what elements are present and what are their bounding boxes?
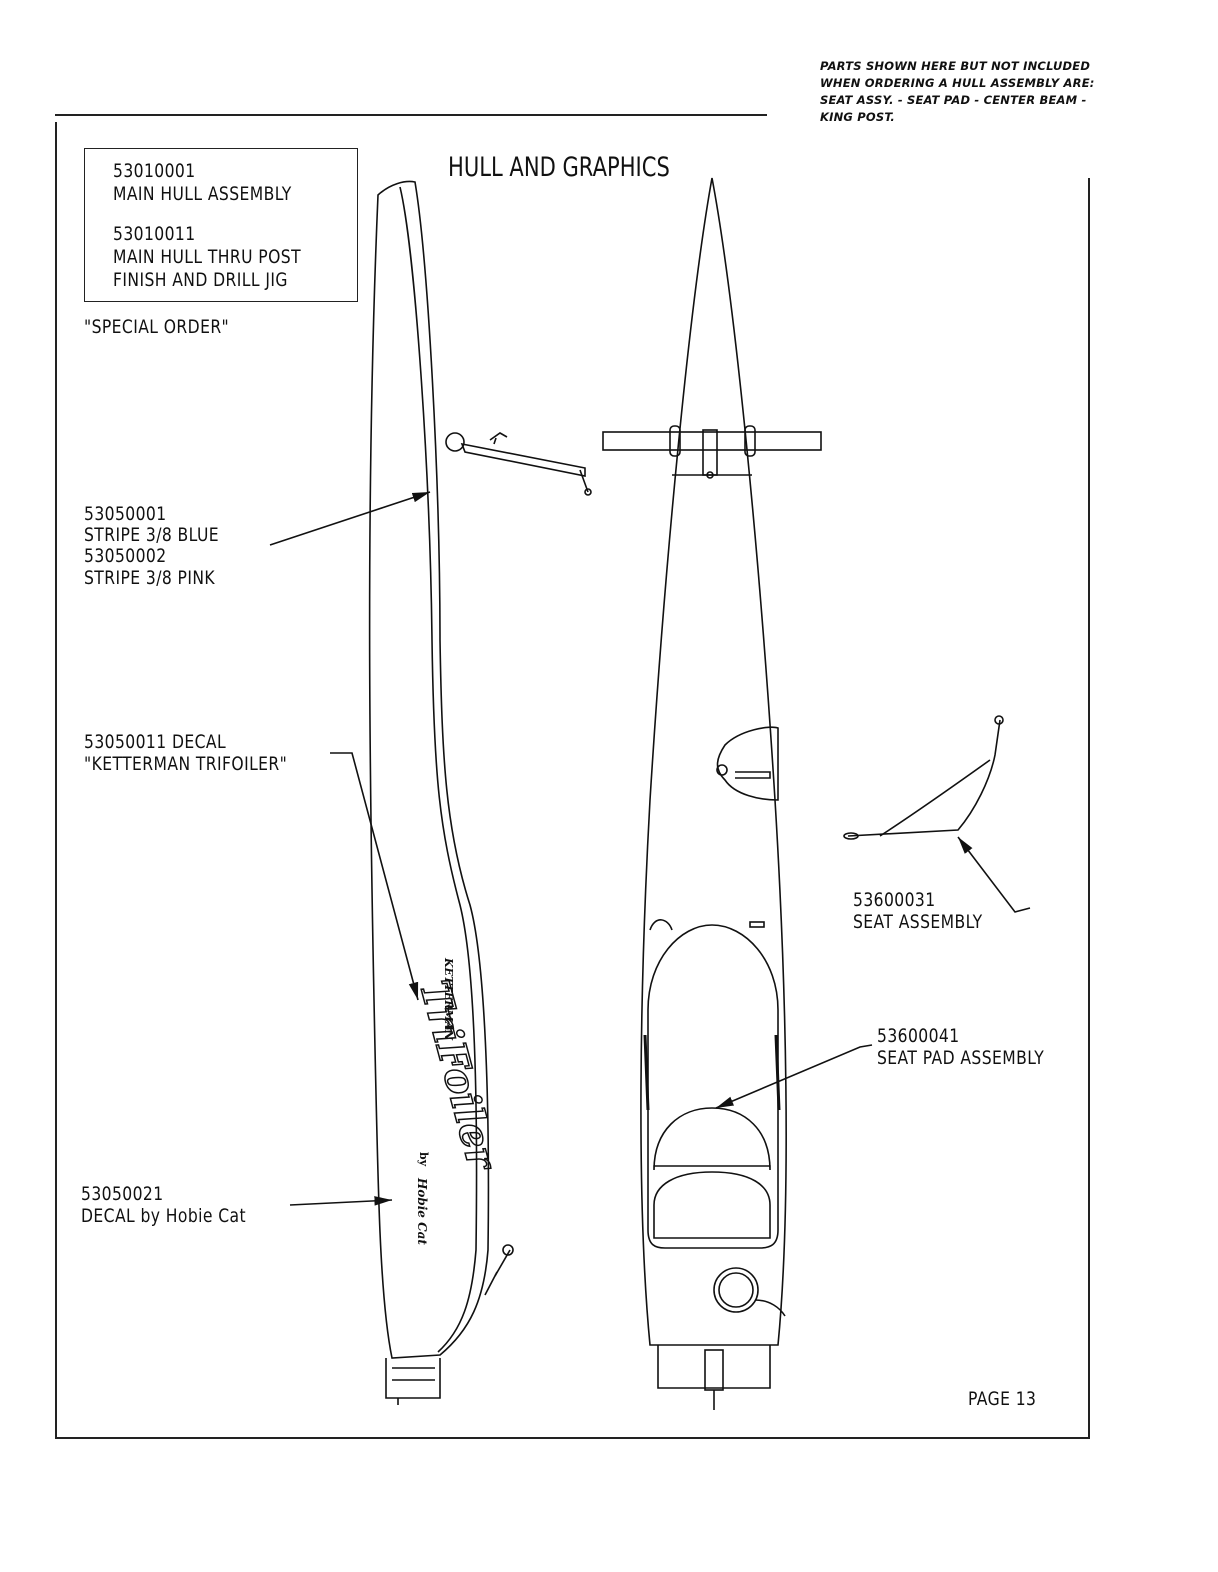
frame-top-line — [55, 114, 767, 116]
jig-part-desc: FINISH AND DRILL JIG — [113, 269, 288, 291]
frame-bottom-line — [55, 1437, 1090, 1439]
frame-left-line — [55, 122, 57, 1438]
jig-part-number: 53010011 — [113, 223, 196, 245]
stripe-pink-part-number: 53050002 — [84, 545, 167, 567]
seat-assembly-part-number: 53600031 — [853, 889, 936, 911]
main-hull-part-number: 53010001 — [113, 160, 196, 182]
decal-trifoiler-part-label: 53050011 DECAL — [84, 731, 227, 753]
main-hull-part-box — [84, 148, 358, 302]
seat-assembly-desc: SEAT ASSEMBLY — [853, 911, 983, 933]
stripe-pink-desc: STRIPE 3/8 PINK — [84, 567, 216, 589]
decal-trifoiler-desc: "KETTERMAN TRIFOILER" — [84, 753, 288, 775]
frame-right-line — [1088, 178, 1090, 1438]
parts-not-included-note: PARTS SHOWN HERE BUT NOT INCLUDED WHEN O… — [820, 58, 1160, 126]
seat-pad-part-number: 53600041 — [877, 1025, 960, 1047]
note-line: SEAT ASSY. - SEAT PAD - CENTER BEAM - — [820, 93, 1087, 107]
page-number: PAGE 13 — [968, 1388, 1037, 1410]
special-order-label: "SPECIAL ORDER" — [84, 316, 230, 338]
seat-pad-desc: SEAT PAD ASSEMBLY — [877, 1047, 1045, 1069]
decal-hobie-desc: DECAL by Hobie Cat — [81, 1205, 246, 1227]
jig-part-desc: MAIN HULL THRU POST — [113, 246, 302, 268]
hull-side-view — [368, 180, 592, 1405]
note-line: PARTS SHOWN HERE BUT NOT INCLUDED — [820, 59, 1091, 73]
note-line: WHEN ORDERING A HULL ASSEMBLY ARE: — [820, 76, 1095, 90]
decal-hobie-text: Hobie Cat — [415, 1177, 429, 1245]
stripe-blue-part-number: 53050001 — [84, 503, 167, 525]
hull-top-view — [602, 177, 822, 1410]
main-hull-part-desc: MAIN HULL ASSEMBLY — [113, 183, 292, 205]
decal-ketterman-text: KETTERMAN — [442, 957, 455, 1041]
decal-hobie-part-number: 53050021 — [81, 1183, 164, 1205]
decal-by-text: by — [417, 1152, 430, 1167]
decal-trifoiler-text: TriFoiler — [410, 975, 506, 1176]
note-line: KING POST. — [820, 110, 896, 124]
trifoiler-decal-graphic: KETTERMAN TriFoiler by Hobie Cat — [410, 957, 508, 1245]
page-title: HULL AND GRAPHICS — [448, 152, 670, 183]
seat-assembly-drawing — [843, 715, 1004, 840]
stripe-blue-desc: STRIPE 3/8 BLUE — [84, 524, 220, 546]
